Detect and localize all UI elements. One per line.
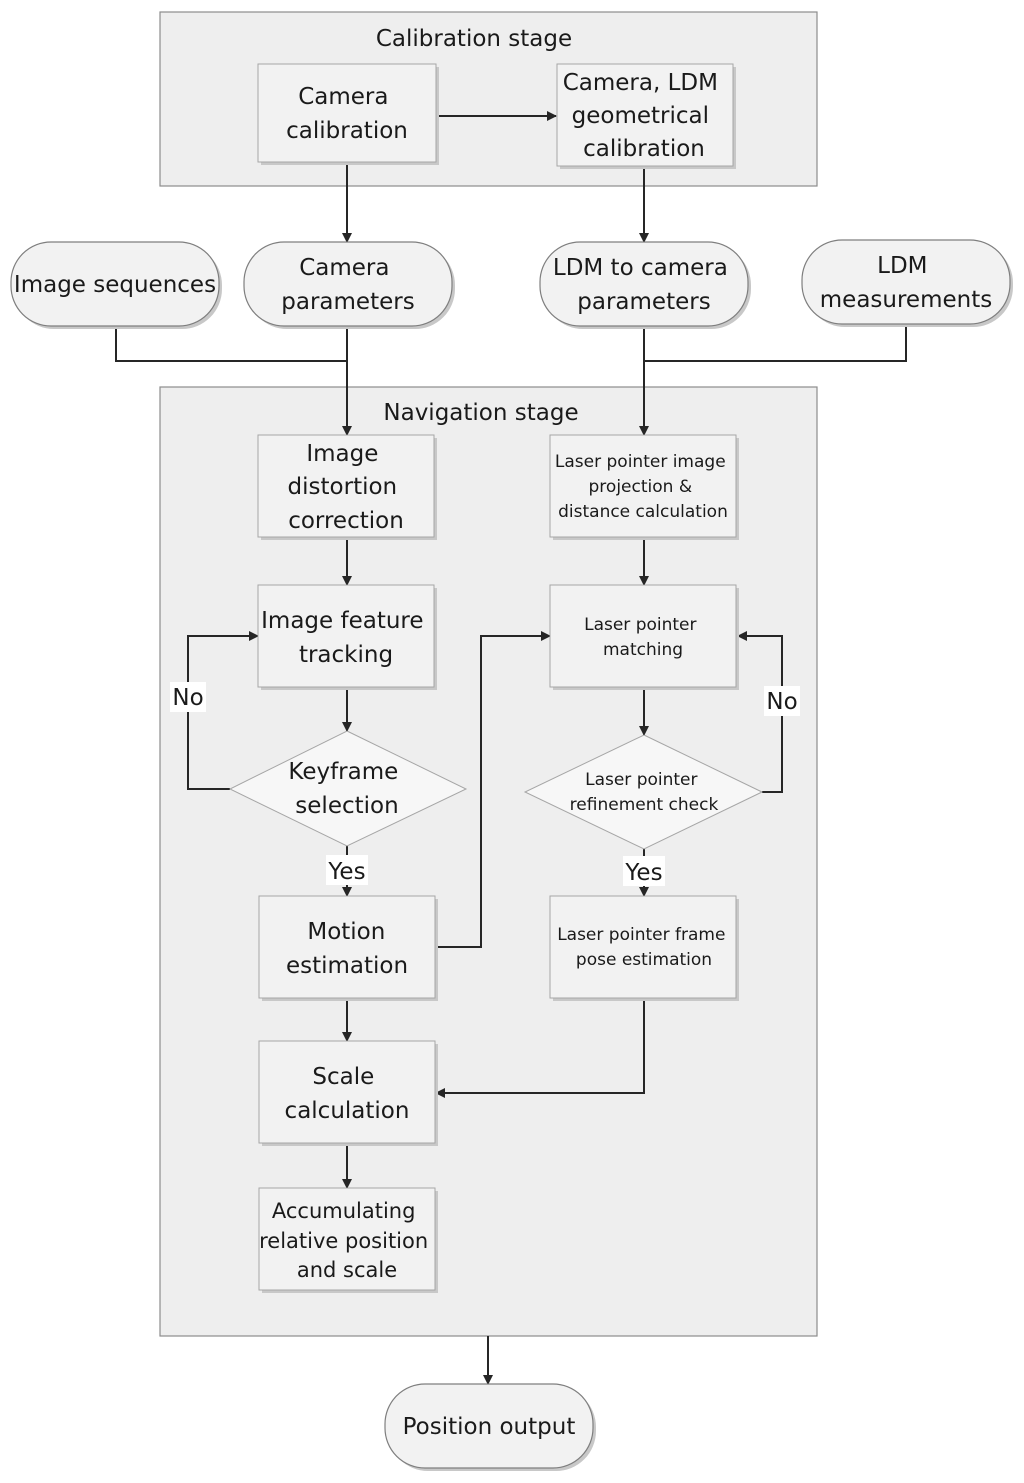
- node-accumulating: Accumulating relative position and scale: [258, 1187, 438, 1293]
- node-label: Camera parameters: [281, 255, 414, 315]
- node-scale-calculation: Scale calculation: [258, 1040, 438, 1146]
- node-label: Camera, LDM geometrical calibration: [563, 70, 726, 162]
- calibration-stage-title: Calibration stage: [376, 26, 572, 52]
- edge-label-text: No: [172, 685, 203, 711]
- node-keyframe-selection: Keyframe selection: [228, 730, 468, 847]
- node-label: Accumulating relative position and scale: [259, 1199, 435, 1282]
- node-ldm-measurements: LDM measurements: [801, 239, 1013, 327]
- node-motion-estimation: Motion estimation: [258, 895, 438, 1001]
- node-label: Scale calculation: [285, 1064, 410, 1124]
- node-image-sequences: Image sequences: [10, 241, 222, 329]
- edge-label-laser-yes: Yes: [623, 856, 665, 886]
- node-laser-refinement-check: Laser pointer refinement check: [523, 734, 764, 850]
- node-camera-calibration: Camera calibration: [257, 63, 439, 165]
- node-label: Motion estimation: [286, 919, 408, 979]
- node-label: Position output: [403, 1414, 576, 1440]
- edge-pose-to-scale: [435, 998, 645, 1098]
- node-ldm-to-camera-parameters: LDM to camera parameters: [539, 241, 751, 329]
- edge-label-laser-no: No: [764, 686, 800, 716]
- edge-label-keyframe-yes: Yes: [326, 855, 368, 885]
- node-position-output: Position output: [384, 1383, 596, 1471]
- node-label: Image distortion correction: [288, 441, 405, 534]
- node-image-distortion-correction: Image distortion correction: [257, 434, 437, 540]
- node-label: Keyframe selection: [288, 759, 405, 819]
- edge-ldmmeas-join: [644, 324, 907, 362]
- node-laser-matching: Laser pointer matching: [549, 584, 739, 690]
- node-label: Laser pointer frame pose estimation: [557, 925, 731, 970]
- node-label: Laser pointer matching: [584, 615, 702, 660]
- edge-motion-to-matching: [436, 631, 551, 948]
- edges: [115, 111, 907, 1385]
- node-laser-projection: Laser pointer image projection & distanc…: [549, 434, 739, 540]
- node-label: LDM measurements: [820, 253, 992, 313]
- node-camera-parameters: Camera parameters: [243, 241, 455, 329]
- edge-label-text: Yes: [327, 859, 365, 885]
- node-label: Laser pointer image projection & distanc…: [555, 452, 731, 522]
- node-label: LDM to camera parameters: [553, 255, 735, 315]
- edge-keyframe-no-loop: [187, 631, 259, 790]
- node-label: Camera calibration: [286, 84, 408, 144]
- edge-label-keyframe-no: No: [170, 682, 206, 712]
- edge-label-text: No: [766, 689, 797, 715]
- navigation-stage: Navigation stage: [159, 386, 818, 1337]
- node-label: Image feature tracking: [261, 608, 431, 668]
- node-label: Image sequences: [14, 272, 216, 298]
- node-label: Laser pointer refinement check: [570, 770, 719, 815]
- edge-imgseq-join: [115, 326, 347, 362]
- edge-label-text: Yes: [624, 860, 662, 886]
- node-geometrical-calibration: Camera, LDM geometrical calibration: [556, 63, 736, 169]
- navigation-stage-title: Navigation stage: [383, 400, 578, 426]
- node-image-feature-tracking: Image feature tracking: [257, 584, 437, 690]
- node-laser-pose-estimation: Laser pointer frame pose estimation: [549, 895, 739, 1001]
